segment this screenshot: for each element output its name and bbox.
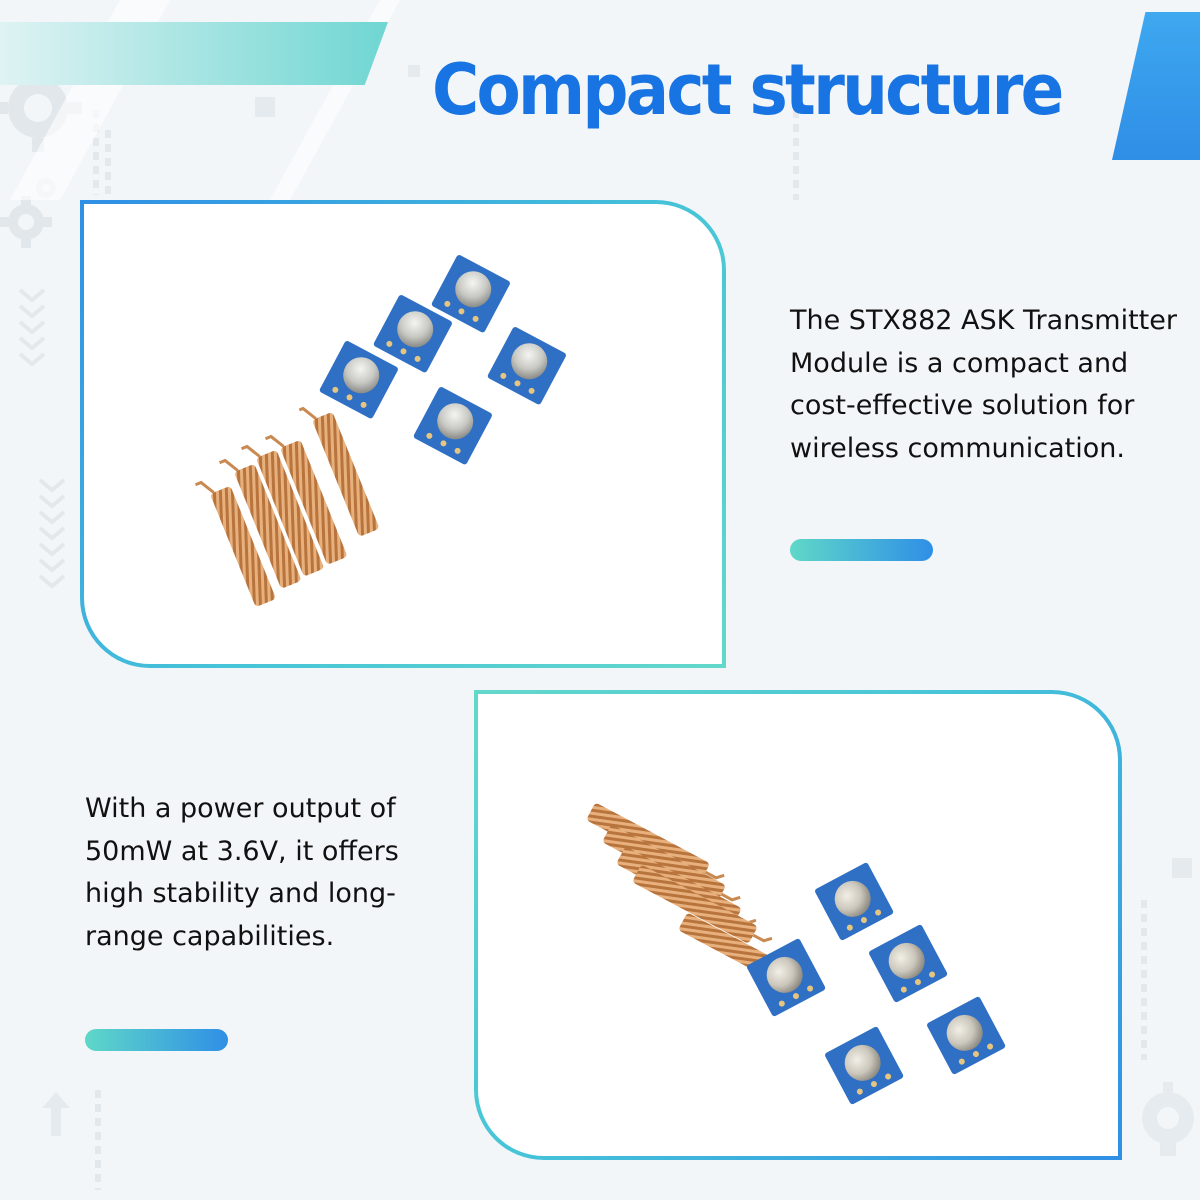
description-top: The STX882 ASK Transmitter Module is a c… <box>790 305 1177 464</box>
gear-icon <box>0 196 52 248</box>
product-photo-panel-bottom <box>474 690 1122 1160</box>
spring-antenna <box>194 406 379 606</box>
gear-icon <box>1142 1082 1194 1154</box>
product-photo-panel-top <box>80 200 726 668</box>
product-photo-bottom <box>587 803 1006 1105</box>
description-bottom: With a power output of 50mW at 3.6V, it … <box>85 793 399 952</box>
transmitter-module <box>319 255 566 465</box>
accent-bar-bottom <box>85 1029 228 1051</box>
page-title: Compact structure <box>432 49 1064 131</box>
up-arrow-icon <box>42 1092 70 1136</box>
accent-bar-top <box>790 539 933 561</box>
transmitter-module <box>747 862 1006 1105</box>
header-accent-left <box>0 22 388 85</box>
product-photo-top <box>194 255 566 606</box>
